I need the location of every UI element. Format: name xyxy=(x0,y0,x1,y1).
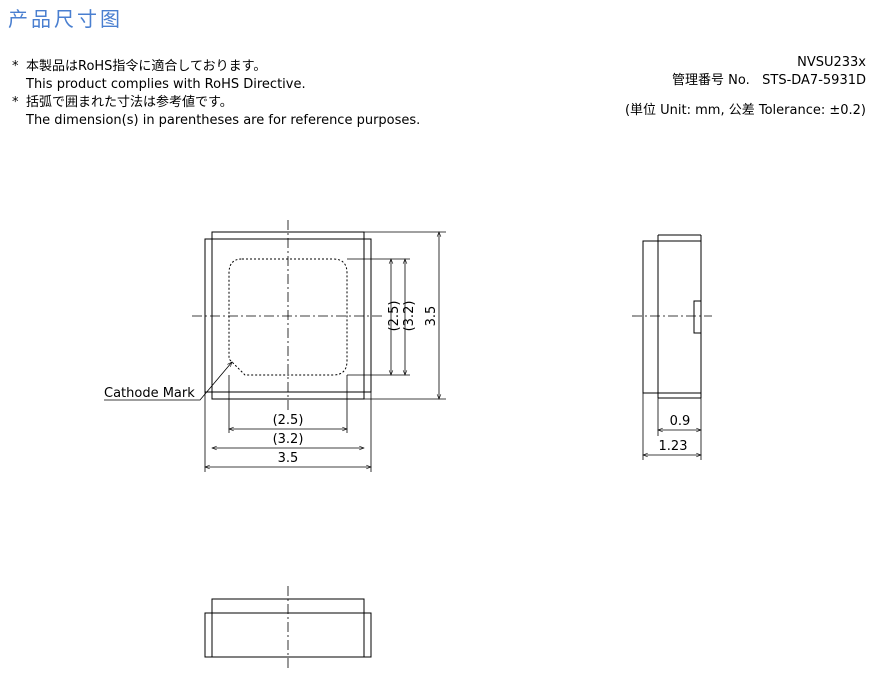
info-block: NVSU233x 管理番号 No. STS-DA7-5931D (単位 Unit… xyxy=(625,54,866,120)
dim-right-outer-label: 3.5 xyxy=(424,306,439,327)
note-2-en: The dimension(s) in parentheses are for … xyxy=(26,113,421,128)
dim-side-thickness-label: 0.9 xyxy=(670,414,691,429)
side-view-body xyxy=(642,240,702,394)
note-2-jp: 括弧で囲まれた寸法は参考値です。 xyxy=(26,95,233,110)
tolerance-note: (単位 Unit: mm, 公差 Tolerance: ±0.2) xyxy=(624,103,866,118)
cathode-leader xyxy=(104,361,233,401)
dim-right-mid-label: (3.2) xyxy=(402,301,417,332)
side-view-dims xyxy=(642,393,702,460)
note-bullet: * xyxy=(12,95,19,110)
cathode-mark-label: Cathode Mark xyxy=(104,386,195,401)
top-view-right-dims xyxy=(347,231,446,400)
note-1: * 本製品はRoHS指令に適合しております。 xyxy=(12,58,420,76)
top-view-bottom-dims xyxy=(204,375,372,472)
management-value: STS-DA7-5931D xyxy=(762,73,866,88)
note-1-jp: 本製品はRoHS指令に適合しております。 xyxy=(26,59,267,74)
dim-bottom-outer-label: 3.5 xyxy=(278,451,299,466)
note-bullet: * xyxy=(12,59,19,74)
note-2: * 括弧で囲まれた寸法は参考値です。 xyxy=(12,94,420,112)
side-view-tab xyxy=(693,300,702,334)
side-view xyxy=(642,234,702,399)
management-label: 管理番号 No. xyxy=(672,73,750,88)
top-view-centerlines xyxy=(192,220,384,412)
management-number: 管理番号 No. STS-DA7-5931D xyxy=(625,72,866,90)
dim-bottom-inner-label: (2.5) xyxy=(273,413,304,428)
emitting-area xyxy=(228,258,348,376)
part-number: NVSU233x xyxy=(797,55,866,70)
dim-bottom-mid-label: (3.2) xyxy=(273,432,304,447)
note-1-en: This product complies with RoHS Directiv… xyxy=(26,77,306,92)
dim-right-inner-label: (2.5) xyxy=(387,301,402,332)
notes-block: * 本製品はRoHS指令に適合しております。 This product comp… xyxy=(12,58,420,130)
dim-side-total-label: 1.23 xyxy=(659,439,688,454)
page-title: 产品尺寸图 xyxy=(8,7,123,31)
